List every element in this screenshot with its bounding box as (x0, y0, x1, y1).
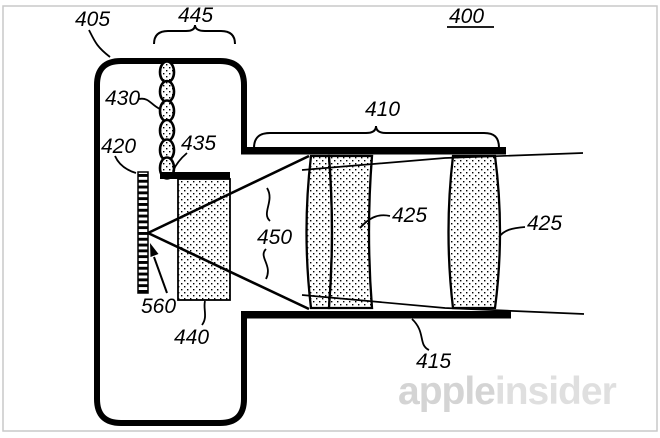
brace-chain-445 (153, 24, 236, 45)
leader-435 (172, 152, 188, 172)
leader-420 (114, 155, 137, 174)
leader-450-lower (262, 248, 269, 280)
lens-element-doublet-front (305, 154, 334, 310)
ref-label-450: 450 (257, 226, 292, 249)
ref-label-430: 430 (105, 87, 140, 110)
leader-425-left (359, 214, 391, 229)
light-cone-upper-line (147, 154, 310, 235)
lens-barrel-top-bar (241, 147, 506, 155)
leader-430 (138, 97, 161, 110)
ref-label-425-left: 425 (392, 204, 427, 227)
camera-body-outline (94, 58, 247, 426)
ref-label-405: 405 (75, 8, 110, 31)
leader-425-right (498, 226, 526, 238)
brace-lens-group-410 (253, 125, 500, 149)
ref-label-425-right: 425 (527, 212, 562, 235)
figure-number: 400 (449, 5, 484, 28)
watermark-insider: insider (495, 370, 617, 413)
ref-label-445: 445 (178, 4, 213, 27)
ref-label-420: 420 (101, 135, 136, 158)
leader-405 (88, 29, 111, 58)
ref-label-440: 440 (174, 326, 209, 349)
incoming-ray-upper (301, 152, 584, 171)
lens-element-rear (447, 154, 502, 310)
watermark-apple: apple (398, 370, 495, 413)
appleinsider-watermark: appleinsider (398, 370, 617, 413)
arrow-560-shaft (153, 256, 168, 294)
incoming-ray-lower (301, 294, 585, 315)
leader-450-upper (265, 187, 271, 222)
ref-label-415: 415 (416, 350, 451, 373)
folded-optics-chain (158, 60, 176, 180)
prism-block (177, 178, 231, 301)
arrow-560-head (150, 243, 159, 257)
image-sensor-strip (137, 171, 149, 294)
leader-415 (411, 318, 430, 351)
ref-label-435: 435 (181, 132, 216, 155)
lens-element-doublet-rear (327, 154, 374, 310)
ref-label-410: 410 (365, 98, 400, 121)
light-cone-lower-line (147, 231, 310, 311)
prism-mount-cap (160, 172, 230, 179)
leader-440 (201, 300, 206, 326)
lens-barrel-bottom-bar (241, 311, 511, 319)
ref-label-560: 560 (141, 295, 176, 318)
image-frame-border (2, 5, 658, 432)
